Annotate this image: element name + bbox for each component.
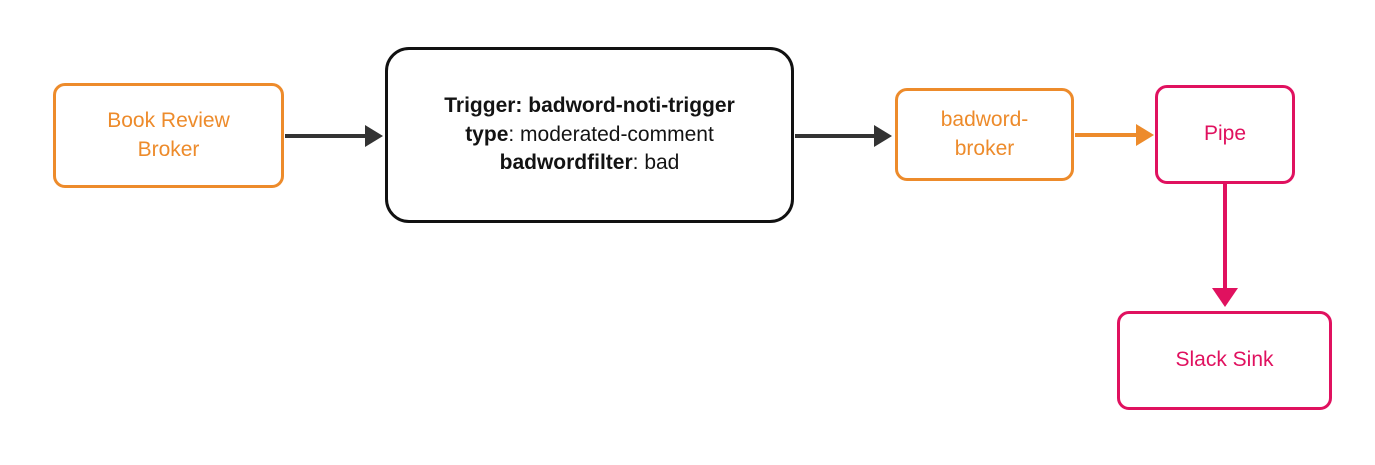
node-badword-noti-trigger[interactable]: Trigger: badword-noti-trigger type: mode… — [385, 47, 794, 223]
trigger-line-1-label: Trigger: — [444, 94, 523, 118]
edge-broker-to-trigger-arrowhead — [365, 125, 383, 147]
trigger-line-2-separator: : — [508, 122, 521, 146]
edge-trigger-to-badword-broker-line — [795, 134, 876, 138]
trigger-line-1-value: badword-noti-trigger — [528, 94, 735, 118]
trigger-line-2-label: type — [465, 122, 509, 146]
node-book-review-broker-label-line2: Broker — [137, 137, 200, 161]
edge-pipe-to-slack-sink-line — [1223, 184, 1227, 288]
trigger-line-1: Trigger: badword-noti-trigger — [394, 92, 785, 120]
node-badword-noti-trigger-label: Trigger: badword-noti-trigger type: mode… — [388, 92, 791, 177]
node-badword-broker-label-line2: broker — [954, 136, 1015, 160]
edge-badword-broker-to-pipe-arrowhead — [1136, 124, 1154, 146]
edge-badword-broker-to-pipe-line — [1075, 133, 1141, 137]
trigger-line-3: badwordfilter: bad — [394, 149, 785, 177]
node-pipe-label: Pipe — [1203, 122, 1247, 146]
node-badword-broker[interactable]: badword- broker — [895, 88, 1074, 181]
trigger-line-2-value: moderated-comment — [520, 122, 714, 146]
node-book-review-broker-label-line1: Book Review — [107, 109, 230, 133]
trigger-line-3-separator: : — [632, 151, 645, 175]
node-pipe[interactable]: Pipe — [1155, 85, 1295, 184]
node-badword-broker-label: badword- broker — [898, 106, 1071, 163]
edge-trigger-to-badword-broker-arrowhead — [874, 125, 892, 147]
node-book-review-broker[interactable]: Book Review Broker — [53, 83, 284, 188]
node-badword-broker-label-line1: badword- — [940, 108, 1029, 132]
trigger-line-3-label: badwordfilter — [499, 151, 633, 175]
trigger-line-3-value: bad — [644, 151, 680, 175]
trigger-line-2: type: moderated-comment — [394, 121, 785, 149]
node-slack-sink[interactable]: Slack Sink — [1117, 311, 1332, 410]
edge-broker-to-trigger-line — [285, 134, 367, 138]
node-slack-sink-label: Slack Sink — [1175, 348, 1274, 372]
node-book-review-broker-label: Book Review Broker — [56, 107, 281, 164]
edge-pipe-to-slack-sink-arrowhead — [1212, 288, 1238, 307]
